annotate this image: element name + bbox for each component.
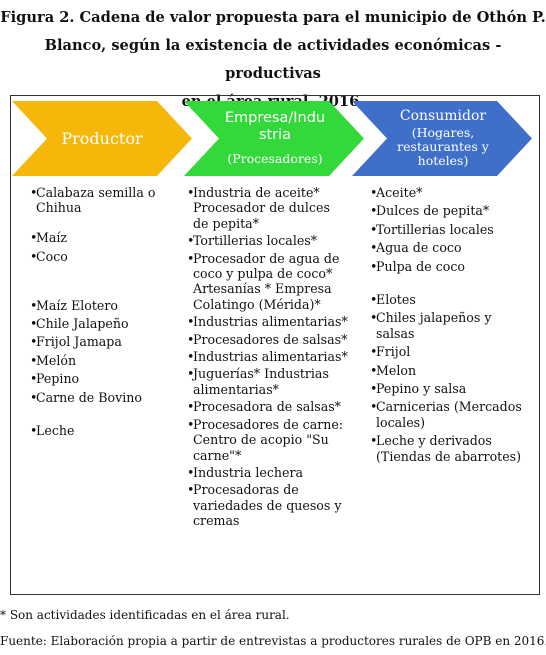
productor-item-frijol: Frijol Jamapa [30,334,172,350]
empresa-item-alimentarias-2: Industrias alimentarias* [187,349,349,365]
empresa-item-lechera: Industria lechera [187,465,349,481]
empresa-item-tortillerias: Tortillerias locales* [187,233,349,249]
stage-empresa-industria: Empresa/Industria (Procesadores) [184,101,364,176]
diagram-frame [10,95,540,595]
stage-consumidor-label: Consumidor [399,108,487,124]
column-empresa: Industria de aceite* Procesador de dulce… [187,185,349,529]
empresa-item-aceite: Industria de aceite* Procesador de dulce… [187,185,349,231]
consumidor-item-melon: Melon [370,363,530,379]
consumidor-item-frijol: Frijol [370,344,530,360]
productor-item-pepino: Pepino [30,371,172,387]
consumidor-item-carnicerias: Carnicerias (Mercados locales) [370,399,530,430]
figure-title-line-2: Blanco, según la existencia de actividad… [44,37,502,82]
consumidor-item-pulpa-coco: Pulpa de coco [370,259,530,275]
stage-empresa-arrow [184,101,364,176]
consumidor-item-leche: Leche y derivados (Tiendas de abarrotes) [370,433,530,464]
productor-item-leche: Leche [30,423,172,439]
consumidor-item-aceite: Aceite* [370,185,530,201]
productor-item-melon: Melón [30,353,172,369]
stage-consumidor-sublabel: (Hogares, restaurantes y hoteles) [397,125,489,168]
column-consumidor: Aceite* Dulces de pepita* Tortillerias l… [370,185,530,464]
stage-productor-label: Productor [61,129,143,148]
empresa-item-coco: Procesador de agua de coco y pulpa de co… [187,251,349,313]
empresa-item-juguerias: Juguerías* Industrias alimentarias* [187,366,349,397]
figure-title-line-1: Figura 2. Cadena de valor propuesta para… [0,9,546,26]
column-productor: Calabaza semilla o Chihua Maíz Coco Maíz… [30,185,172,439]
stage-productor: Productor [12,101,192,176]
empresa-item-carne: Procesadores de carne: Centro de acopio … [187,417,349,463]
stage-empresa-label: Empresa/Industria [224,110,326,143]
empresa-item-alimentarias-1: Industrias alimentarias* [187,314,349,330]
productor-item-carne: Carne de Bovino [30,390,172,406]
consumidor-item-chiles: Chiles jalapeños y salsas [370,310,530,341]
consumidor-item-dulces: Dulces de pepita* [370,203,530,219]
stage-empresa-sublabel: (Procesadores) [227,151,323,166]
stage-productor-arrow [12,101,192,176]
consumidor-item-pepino: Pepino y salsa [370,381,530,397]
productor-item-chile: Chile Jalapeño [30,316,172,332]
productor-item-coco: Coco [30,249,172,265]
footnote-source: Fuente: Elaboración propia a partir de e… [0,634,546,648]
empresa-item-quesos: Procesadoras de variedades de quesos y c… [187,482,349,528]
stage-consumidor-arrow [352,101,532,176]
productor-item-calabaza: Calabaza semilla o Chihua [30,185,172,216]
consumidor-item-agua-coco: Agua de coco [370,240,530,256]
consumidor-item-elotes: Elotes [370,292,530,308]
productor-item-maiz-elotero: Maíz Elotero [30,298,172,314]
empresa-item-procesadora-salsas: Procesadora de salsas* [187,399,349,415]
stage-consumidor: Consumidor (Hogares, restaurantes y hote… [352,101,532,176]
consumidor-item-tortillerias: Tortillerias locales [370,222,530,238]
productor-item-maiz: Maíz [30,230,172,246]
footnote-asterisk: * Son actividades identificadas en el ár… [0,608,290,622]
empresa-item-salsas: Procesadores de salsas* [187,332,349,348]
